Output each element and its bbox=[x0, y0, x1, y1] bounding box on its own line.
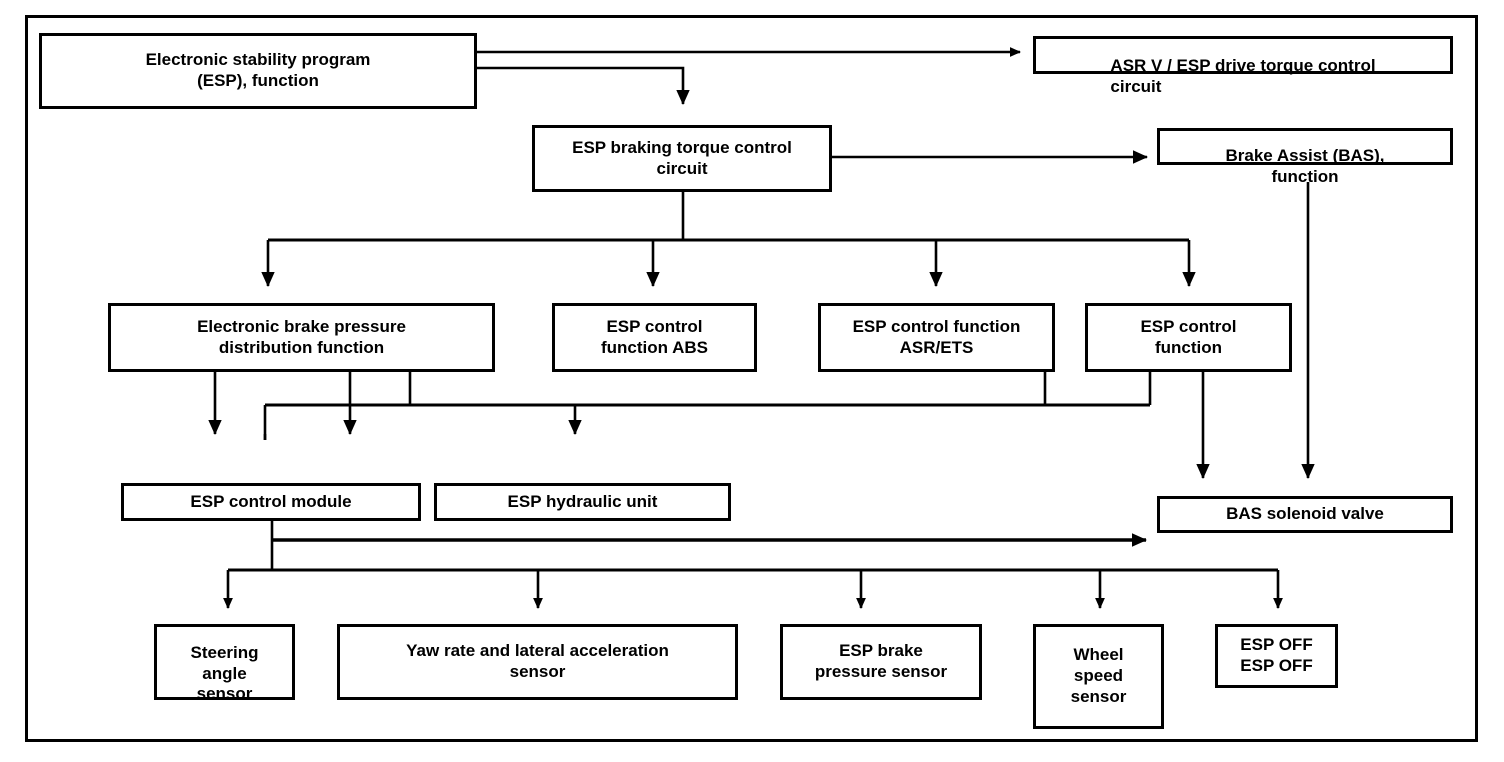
node-yaw-rate-sensor-label: Yaw rate and lateral acceleration sensor bbox=[406, 641, 669, 681]
node-esp-off-switch-label: ESP OFF ESP OFF bbox=[1240, 635, 1313, 675]
node-ebd-function[interactable]: Electronic brake pressure distribution f… bbox=[108, 303, 495, 372]
node-yaw-rate-sensor[interactable]: Yaw rate and lateral acceleration sensor bbox=[337, 624, 738, 700]
node-esp-control-module-label: ESP control module bbox=[190, 491, 352, 511]
node-esp-hydraulic-unit[interactable]: ESP hydraulic unit bbox=[434, 483, 731, 521]
node-brake-assist-label: Brake Assist (BAS), function bbox=[1225, 145, 1385, 186]
node-asr-v-esp-drive[interactable]: ASR V / ESP drive torque control circuit bbox=[1033, 36, 1453, 96]
node-brake-assist[interactable]: Brake Assist (BAS), function bbox=[1157, 128, 1453, 186]
node-bas-solenoid-valve[interactable]: BAS solenoid valve bbox=[1157, 496, 1453, 533]
node-esp-abs[interactable]: ESP control function ABS bbox=[552, 303, 757, 372]
node-asr-v-esp-drive-label: ASR V / ESP drive torque control circuit bbox=[1110, 56, 1376, 96]
node-esp-brake-pressure-sensor-label: ESP brake pressure sensor bbox=[814, 641, 948, 681]
node-esp-off-switch[interactable]: ESP OFF ESP OFF bbox=[1215, 624, 1338, 688]
node-bas-solenoid-valve-label: BAS solenoid valve bbox=[1226, 504, 1384, 524]
node-ebd-function-label: Electronic brake pressure distribution f… bbox=[197, 316, 406, 357]
node-esp-function[interactable]: Electronic stability program (ESP), func… bbox=[39, 33, 477, 109]
node-wheel-speed-sensor-label: Wheel speed sensor bbox=[1070, 645, 1127, 706]
node-esp-brake-pressure-sensor[interactable]: ESP brake pressure sensor bbox=[780, 624, 982, 700]
node-steering-angle-sensor-label: Steering angle sensor bbox=[190, 642, 259, 704]
node-esp-braking-torque-label: ESP braking torque control circuit bbox=[572, 137, 792, 178]
node-esp-function-label: Electronic stability program (ESP), func… bbox=[145, 50, 371, 90]
node-steering-angle-sensor[interactable]: Steering angle sensor bbox=[154, 624, 295, 703]
node-wheel-speed-sensor[interactable]: Wheel speed sensor bbox=[1033, 624, 1164, 729]
node-esp-asr-ets-label: ESP control function ASR/ETS bbox=[852, 316, 1021, 357]
node-esp-braking-torque[interactable]: ESP braking torque control circuit bbox=[532, 125, 832, 192]
node-esp-control-module[interactable]: ESP control module bbox=[121, 483, 421, 521]
node-esp-control-function[interactable]: ESP control function bbox=[1085, 303, 1292, 372]
node-esp-hydraulic-unit-label: ESP hydraulic unit bbox=[507, 491, 658, 511]
node-esp-control-function-label: ESP control function bbox=[1140, 316, 1237, 357]
diagram-outer-frame bbox=[25, 15, 1478, 742]
node-esp-abs-label: ESP control function ABS bbox=[600, 316, 709, 357]
node-esp-asr-ets[interactable]: ESP control function ASR/ETS bbox=[818, 303, 1055, 372]
